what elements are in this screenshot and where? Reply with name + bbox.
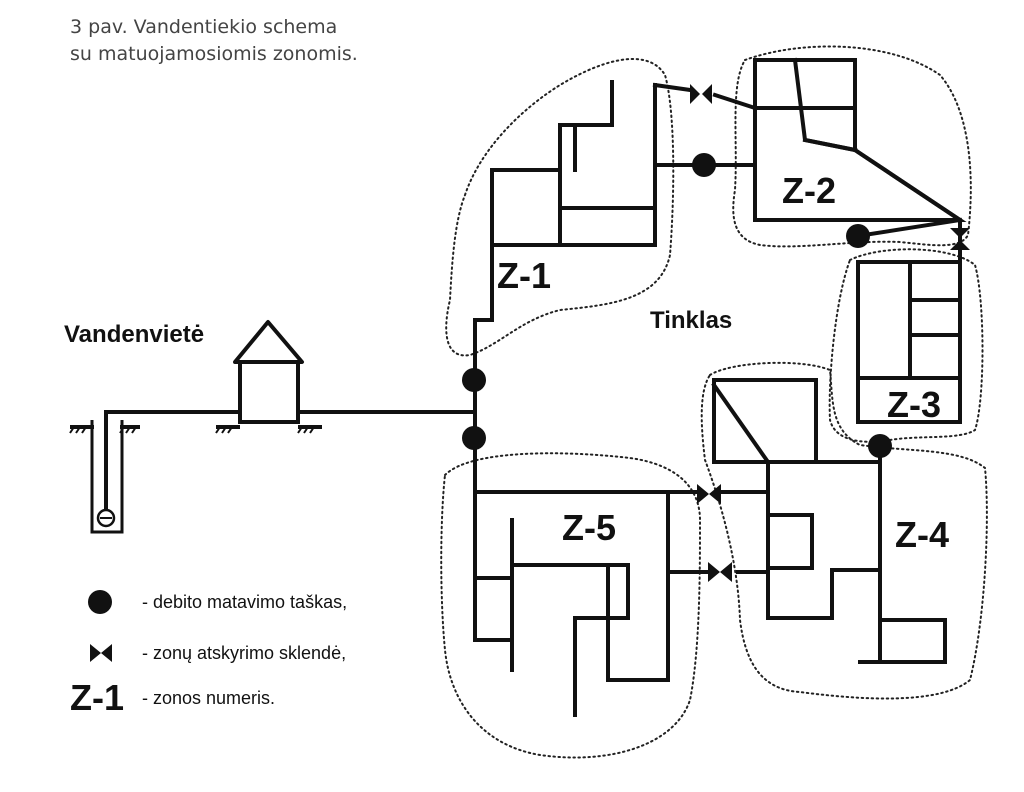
valve-icon <box>709 484 721 504</box>
flow-meter-icon <box>846 224 870 248</box>
valve-icon <box>690 84 700 104</box>
zone-boundary-z2 <box>732 45 972 248</box>
flow-meter-icon <box>462 426 486 450</box>
zone-boundary-z3 <box>828 248 984 443</box>
legend-meter-text: - debito matavimo taškas, <box>142 592 347 612</box>
zone-boundary-z4 <box>700 361 988 700</box>
zone-label-z2: Z-2 <box>782 170 836 211</box>
flow-meter-icon <box>462 368 486 392</box>
valve-icon <box>708 562 720 582</box>
zone-label-z5: Z-5 <box>562 507 616 548</box>
well-pipe <box>104 410 242 512</box>
pump-house <box>238 360 300 424</box>
zone-label-z1: Z-1 <box>497 255 551 296</box>
water-source: Vandenvietė <box>64 320 322 534</box>
legend: - debito matavimo taškas, - zonų atskyri… <box>70 590 347 718</box>
legend-zone-symbol: Z-1 <box>70 677 124 718</box>
flow-meters <box>462 153 892 458</box>
zone-valves <box>690 84 970 582</box>
valve-icon <box>950 228 970 238</box>
zone-z2-network <box>712 57 967 260</box>
zone-labels: Z-1 Z-2 Z-3 Z-4 Z-5 Tinklas <box>497 170 949 555</box>
network-label: Tinklas <box>650 307 732 334</box>
zone-boundary-z1 <box>445 58 675 357</box>
legend-zone-text: - zonos numeris. <box>142 688 275 708</box>
flow-meter-icon <box>868 434 892 458</box>
zone-label-z4: Z-4 <box>895 514 949 555</box>
legend-valve-text: - zonų atskyrimo sklendė, <box>142 643 346 663</box>
zone-z1-network <box>473 80 697 462</box>
legend-valve-icon <box>90 644 101 662</box>
pump-house-roof <box>233 320 304 364</box>
valve-icon <box>697 484 709 504</box>
valve-icon <box>950 240 970 250</box>
zone-z5-network <box>473 433 712 717</box>
valve-icon <box>720 562 732 582</box>
well-casing <box>90 420 124 534</box>
source-label: Vandenvietė <box>64 321 204 348</box>
caption-line-1: 3 pav. Vandentiekio schema <box>70 16 338 38</box>
figure-caption: 3 pav. Vandentiekio schema su matuojamos… <box>70 14 358 68</box>
zone-boundary-z5 <box>440 452 702 759</box>
flow-meter-icon <box>692 153 716 177</box>
legend-meter-icon <box>88 590 112 614</box>
legend-valve-icon <box>101 644 112 662</box>
zone-z4-network <box>711 378 947 664</box>
zone-label-z3: Z-3 <box>887 384 941 425</box>
caption-line-2: su matuojamosiomis zonomis. <box>70 43 358 65</box>
zone-boundaries <box>440 45 988 759</box>
zone-z3-network <box>856 260 962 424</box>
valve-icon <box>702 84 712 104</box>
